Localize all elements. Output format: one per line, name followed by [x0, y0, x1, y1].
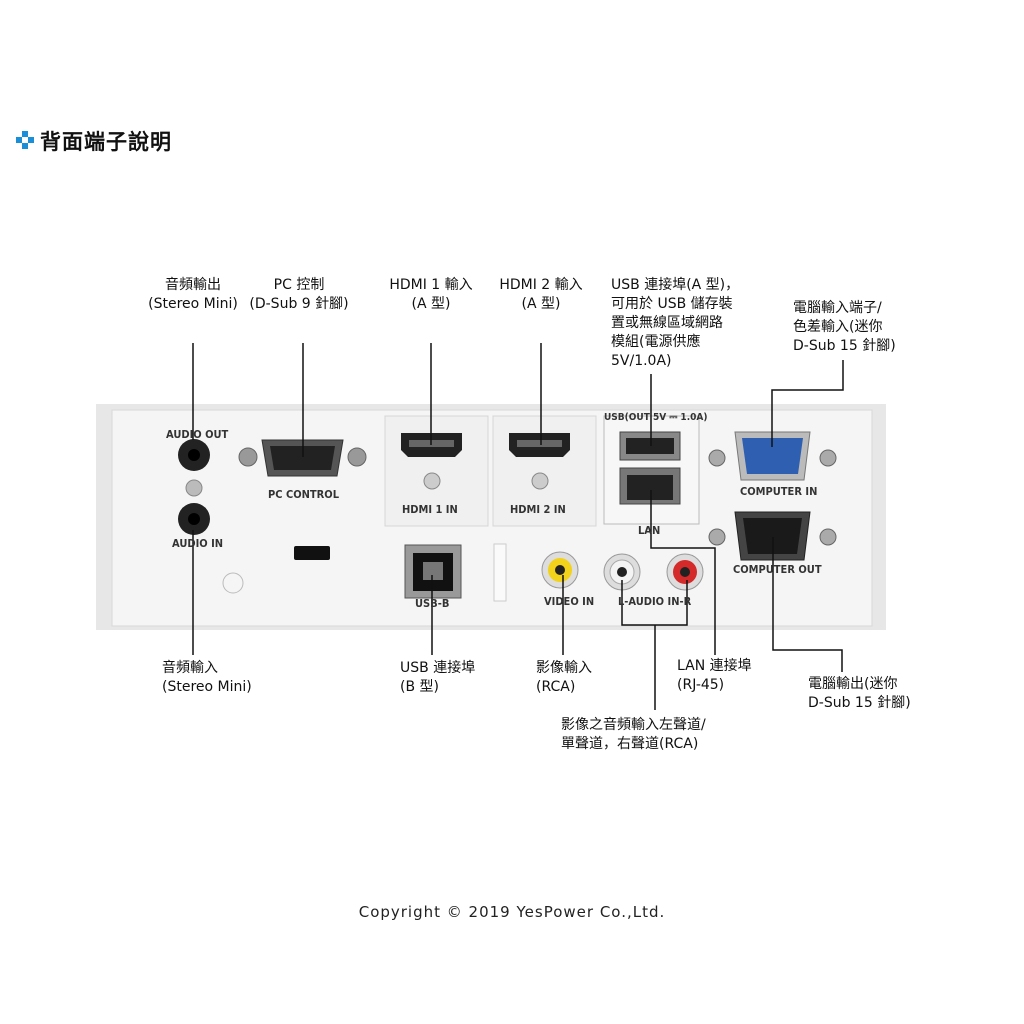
panel-label-video-in: VIDEO IN — [544, 595, 595, 608]
usb-b-port — [404, 544, 462, 599]
usb-a-port — [619, 431, 681, 461]
leader-lines — [192, 343, 844, 710]
callout-usb-b: USB 連接埠(B 型) — [400, 660, 476, 695]
panel-label-audio-out: AUDIO OUT — [166, 428, 229, 441]
copyright-text: Copyright © 2019 YesPower Co.,Ltd. — [358, 903, 666, 921]
panel-label-audio-in-lr: L-AUDIO IN-R — [618, 595, 692, 608]
hdmi2-port — [509, 433, 570, 490]
panel-label-usb-a: USB(OUT 5V ⎓ 1.0A) — [604, 412, 708, 423]
computer-in-port — [708, 431, 837, 481]
panel-label-usb-b: USB-B — [415, 597, 450, 610]
computer-out-port — [708, 511, 837, 561]
title-bullet-icon — [16, 131, 34, 149]
callout-pc-control: PC 控制(D-Sub 9 針腳) — [249, 277, 349, 312]
panel-label-lan: LAN — [638, 524, 661, 537]
panel-label-hdmi2: HDMI 2 IN — [510, 503, 566, 516]
panel-label-audio-in: AUDIO IN — [172, 537, 224, 550]
callout-lan: LAN 連接埠(RJ-45) — [677, 658, 752, 693]
callout-hdmi2: HDMI 2 輸入(A 型) — [499, 277, 583, 312]
callout-computer-in: 電腦輸入端子/色差輸入(迷你 D-Sub 15 針腳) — [793, 300, 896, 354]
callout-hdmi1: HDMI 1 輸入(A 型) — [389, 277, 473, 312]
audio-in-r-jack — [666, 553, 704, 591]
panel-label-hdmi1: HDMI 1 IN — [402, 503, 458, 516]
lan-port — [619, 467, 681, 505]
pc-control-port — [238, 439, 367, 477]
callout-audio-in: 音頻輸入(Stereo Mini) — [162, 660, 252, 695]
audio-in-jack — [178, 503, 210, 535]
video-in-jack — [541, 551, 579, 589]
audio-in-l-jack — [603, 553, 641, 591]
panel-label-computer-in: COMPUTER IN — [740, 485, 818, 498]
panel-label-computer-out: COMPUTER OUT — [733, 563, 822, 576]
panel-label-pc-control: PC CONTROL — [268, 488, 340, 501]
page-title: 背面端子說明 — [40, 130, 172, 154]
callout-usb-a: USB 連接埠(A 型)，可用於 USB 儲存裝 置或無線區域網路模組(電源供應… — [611, 277, 740, 369]
audio-out-jack — [178, 439, 210, 471]
callout-video-in: 影像輸入(RCA) — [536, 660, 592, 695]
callout-audio-lr: 影像之音頻輸入左聲道/單聲道，右聲道(RCA) — [561, 717, 706, 752]
callout-audio-out: 音頻輸出(Stereo Mini) — [148, 277, 238, 312]
